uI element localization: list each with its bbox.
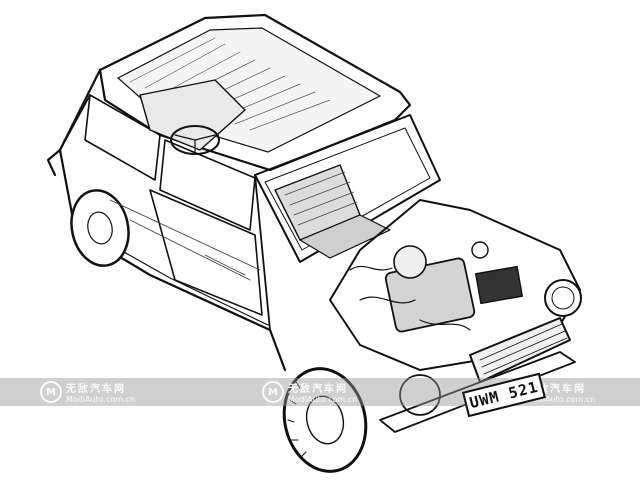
steering-spokes	[174, 134, 216, 155]
front-bumper	[379, 351, 576, 433]
front-grille	[469, 317, 571, 383]
rear-seat	[139, 79, 246, 151]
watermark-logo-icon: M	[262, 381, 284, 403]
headlight	[544, 279, 582, 317]
rear-wheel	[70, 189, 130, 267]
side-window-rear	[84, 94, 161, 181]
watermark-brand: 无敌汽车网	[66, 384, 126, 395]
watermark-left: M 无敌汽车网 ModiAuto.com.cn	[40, 380, 135, 404]
air-filter	[393, 245, 427, 279]
a-pillar	[254, 174, 271, 331]
seat-hatching	[284, 171, 358, 226]
watermark-url: ModiAuto.com.cn	[66, 395, 136, 404]
windscreen-frame	[254, 114, 441, 263]
front-wheel	[282, 367, 368, 473]
watermark-brand: 无敌汽车网	[526, 384, 586, 395]
front-wheel-hub	[305, 395, 345, 445]
battery	[475, 265, 523, 305]
fog-lamp	[399, 374, 441, 416]
watermark-brand: 无敌汽车网	[288, 384, 348, 395]
headlight-rim	[551, 286, 575, 310]
engine-pipework	[349, 265, 471, 331]
grille-bars	[479, 323, 568, 375]
watermark-url: ModiAuto.com.cn	[526, 395, 596, 404]
c-pillar	[59, 94, 91, 151]
side-window-front	[159, 139, 256, 231]
watermark-logo-icon: M	[40, 381, 62, 403]
rear-wheel-hub	[87, 211, 113, 245]
radiator-cap	[471, 241, 489, 259]
floor-pan	[109, 199, 261, 281]
front-seat-cushion	[299, 214, 391, 259]
front-tyre-tread	[287, 381, 307, 457]
door-outline	[149, 189, 263, 316]
windscreen-inner	[264, 127, 431, 251]
watermark-center: M 无敌汽车网 ModiAuto.com.cn	[262, 380, 357, 404]
roof-outline	[98, 13, 412, 172]
watermark-url: ModiAuto.com.cn	[288, 395, 358, 404]
